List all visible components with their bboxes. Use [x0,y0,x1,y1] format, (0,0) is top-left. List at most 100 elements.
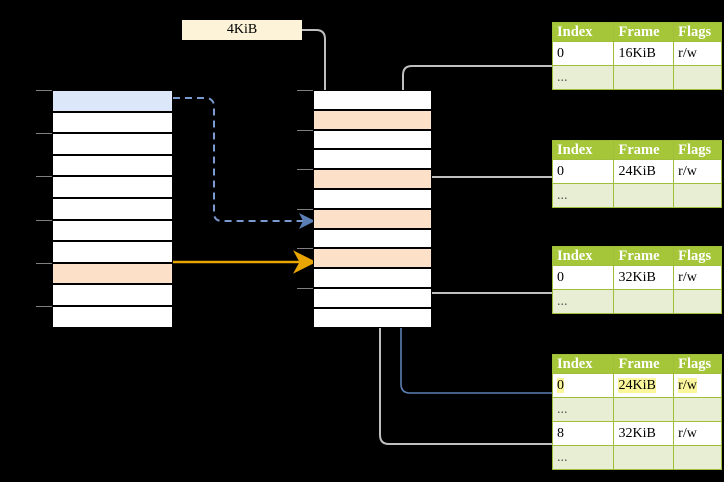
cell-frame: 24KiB [613,373,675,398]
cell-flags [673,65,722,90]
cell-flags: r/w [673,373,722,398]
page-size-label: 4KiB [182,20,302,40]
table-row[interactable]: ... [551,445,722,470]
virtual-address-space-row-5 [52,198,173,220]
virtual-address-space-row-2 [52,133,173,155]
physical-memory-row-5 [313,189,432,209]
highlighted-value: r/w [678,377,697,393]
virtual-address-space-row-6 [52,219,173,242]
cell-index: ... [551,289,615,314]
virtual-address-space-tick-2 [36,133,52,135]
physical-memory-tick-8 [297,248,313,250]
cell-frame [613,183,675,208]
physical-memory-tick-0 [297,90,313,91]
table-row[interactable]: 0 24KiB r/w [551,373,722,398]
physical-memory-row-10 [313,288,432,308]
physical-memory-row-0 [313,90,432,110]
cell-index: 0 [551,41,615,66]
physical-memory-row-2 [313,129,432,150]
cell-flags: r/w [673,265,722,290]
table-row[interactable]: ... [551,397,722,422]
cell-index: ... [551,445,615,470]
virtual-address-space-tick-6 [36,219,52,221]
virtual-address-space-row-8 [52,262,173,285]
cell-index: ... [551,397,615,422]
cell-index: 0 [551,265,615,290]
virtual-address-space-row-0 [52,90,173,112]
cell-flags [673,289,722,314]
physical-memory-row-6 [313,208,432,229]
virtual-address-space-tick-0 [36,90,52,91]
physical-memory-row-4 [313,169,432,189]
cell-flags: r/w [673,41,722,66]
virtual-address-space-tick-4 [36,176,52,178]
cell-frame: 24KiB [613,159,675,184]
cell-flags: r/w [673,159,722,184]
header-frame: Frame [613,140,675,160]
physical-memory-tick-4 [297,169,313,171]
header-flags: Flags [673,22,722,42]
virtual-address-space-row-9 [52,284,173,306]
wire-table2-to-mem [413,176,552,224]
physical-memory-row-8 [313,248,432,269]
header-index: Index [551,140,615,160]
virtual-address-space-row-10 [52,306,173,328]
cell-flags [673,445,722,470]
physical-memory-tick-6 [297,208,313,210]
header-frame: Frame [613,354,675,374]
table-row[interactable]: ... [551,183,722,208]
highlighted-value: 0 [557,377,564,393]
cell-index: 0 [551,373,615,398]
virtual-address-space-row-3 [52,154,173,177]
cell-flags: r/w [673,421,722,446]
header-index: Index [551,22,615,42]
cell-index: ... [551,65,615,90]
header-index: Index [551,354,615,374]
cell-index: ... [551,183,615,208]
cell-frame [613,65,675,90]
virtual-address-space-tick-10 [36,306,52,307]
header-flags: Flags [673,140,722,160]
cell-flags [673,183,722,208]
physical-memory-tick-10 [297,288,313,289]
physical-memory-row-11 [313,307,432,328]
physical-memory-row-3 [313,149,432,170]
header-flags: Flags [673,354,722,374]
wire-table3-to-mem [413,265,552,294]
highlighted-value: 24KiB [618,377,656,393]
cell-flags [673,397,722,422]
wire-left-blue-to-mem [173,97,315,229]
table-row[interactable]: ... [551,65,722,90]
table-row[interactable]: ... [551,289,722,314]
virtual-address-space-row-1 [52,111,173,134]
cell-frame [613,289,675,314]
virtual-address-space-tick-8 [36,262,52,264]
cell-frame: 16KiB [613,41,675,66]
cell-frame: 32KiB [613,421,675,446]
physical-memory-tick-2 [297,129,313,131]
physical-memory-row-9 [313,268,432,288]
header-frame: Frame [613,246,675,266]
cell-frame [613,445,675,470]
virtual-address-space-row-4 [52,176,173,198]
physical-memory-row-7 [313,228,432,249]
cell-index: 8 [551,421,615,446]
header-index: Index [551,246,615,266]
header-flags: Flags [673,246,722,266]
virtual-address-space-row-7 [52,241,173,263]
cell-frame [613,397,675,422]
header-frame: Frame [613,22,675,42]
physical-memory-row-1 [313,109,432,130]
